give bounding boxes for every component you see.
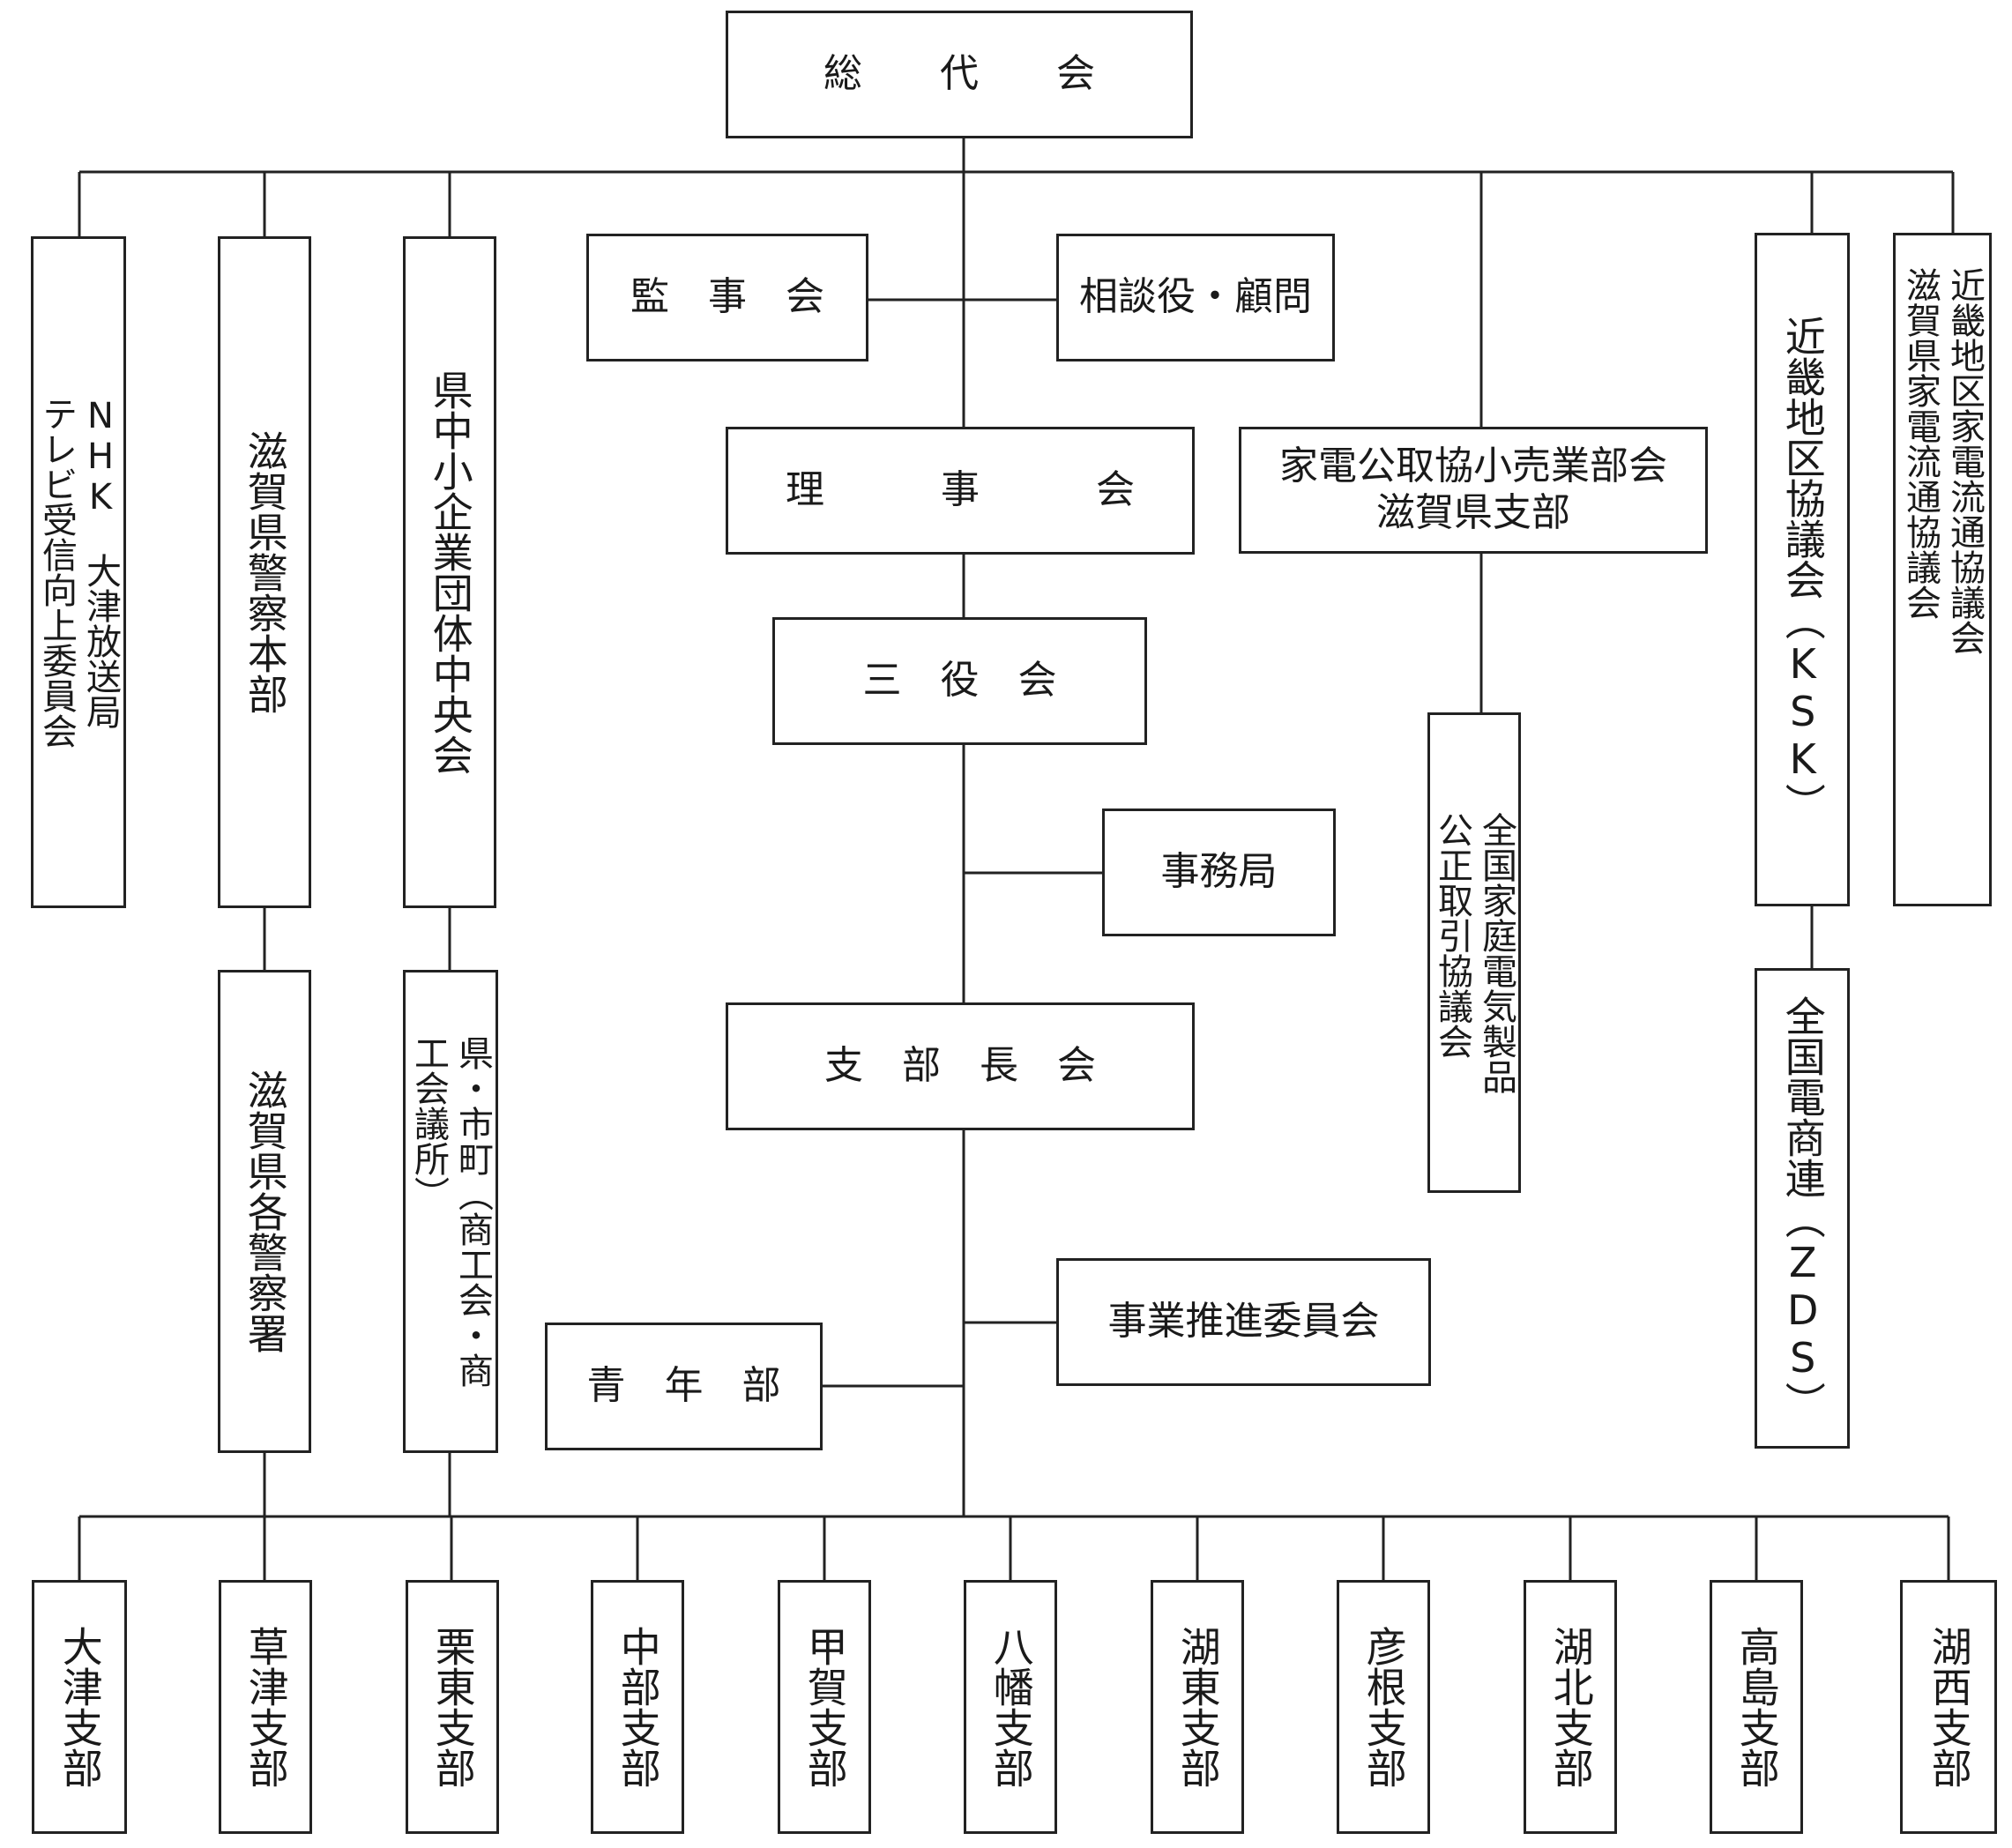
node-auditors: 監 事 会: [586, 234, 868, 361]
branch-box: 彦根支部: [1337, 1580, 1430, 1834]
node-general-assembly: 総 代 会: [726, 11, 1193, 138]
branch-box: 湖北支部: [1524, 1580, 1617, 1834]
node-fair-trade-retail: 家電公取協小売業部会 滋賀県支部: [1239, 427, 1708, 554]
node-label: 滋賀県警察本部: [241, 430, 289, 714]
node-label: 全国電商連（ZDS）: [1778, 995, 1827, 1422]
node-zds: 全国電商連（ZDS）: [1755, 968, 1850, 1449]
node-sme-central: 県中小企業団体中央会: [403, 236, 496, 908]
node-executives: 三 役 会: [772, 617, 1147, 745]
branch-box: 中部支部: [591, 1580, 684, 1834]
branch-label: 草津支部: [242, 1626, 290, 1788]
branch-box: 甲賀支部: [778, 1580, 871, 1834]
node-label: 理 事 会: [786, 467, 1135, 513]
node-label: 近畿地区家電流通協議会 滋賀県家電流通協議会: [1900, 267, 1985, 655]
branch-box: 湖東支部: [1151, 1580, 1244, 1834]
node-label: 近畿地区協議会（KSK）: [1778, 316, 1827, 823]
node-commerce: 県・市町（商工会・商 工会議所）: [403, 970, 498, 1453]
node-label: 三 役 会: [862, 658, 1057, 704]
node-board: 理 事 会: [726, 427, 1195, 555]
node-label: 監 事 会: [630, 274, 824, 320]
branch-label: 湖北支部: [1546, 1626, 1595, 1788]
branch-label: 甲賀支部: [801, 1626, 849, 1788]
branch-box: 大津支部: [32, 1580, 127, 1834]
node-label: 全国家庭電気製品 公正取引協議会: [1432, 811, 1516, 1094]
node-label: 家電公取協小売業部会 滋賀県支部: [1279, 443, 1667, 535]
branch-label: 彦根支部: [1360, 1626, 1408, 1788]
branch-label: 栗東支部: [428, 1626, 477, 1788]
node-label: 総 代 会: [823, 51, 1095, 97]
branch-label: 中部支部: [614, 1626, 662, 1788]
node-business-promotion: 事業推進委員会: [1056, 1258, 1431, 1386]
branch-label: 大津支部: [56, 1626, 104, 1788]
branch-label: 八幡支部: [987, 1626, 1035, 1788]
node-advisors: 相談役・顧問: [1056, 234, 1335, 361]
branch-label: 湖東支部: [1174, 1626, 1222, 1788]
node-label: 事業推進委員会: [1107, 1299, 1380, 1345]
branch-label: 高島支部: [1733, 1626, 1781, 1788]
node-national-fair-trade: 全国家庭電気製品 公正取引協議会: [1427, 712, 1521, 1193]
node-police-stations: 滋賀県各警察署: [218, 970, 311, 1453]
node-label: 事務局: [1160, 849, 1278, 895]
branch-box: 高島支部: [1710, 1580, 1803, 1834]
branch-box: 草津支部: [219, 1580, 312, 1834]
node-kinki-distribution: 近畿地区家電流通協議会 滋賀県家電流通協議会: [1893, 233, 1992, 906]
node-branch-heads: 支 部 長 会: [726, 1002, 1195, 1130]
branch-label: 湖西支部: [1925, 1626, 1973, 1788]
branch-box: 栗東支部: [406, 1580, 499, 1834]
node-label: 支 部 長 会: [824, 1043, 1096, 1089]
node-label: 滋賀県各警察署: [241, 1069, 289, 1353]
node-youth: 青 年 部: [545, 1323, 823, 1450]
node-police-hq: 滋賀県警察本部: [218, 236, 311, 908]
branch-box: 八幡支部: [964, 1580, 1057, 1834]
node-secretariat: 事務局: [1102, 808, 1336, 936]
branch-box: 湖西支部: [1900, 1580, 1997, 1834]
node-label: 県中小企業団体中央会: [426, 369, 474, 775]
node-label: 青 年 部: [586, 1363, 781, 1409]
node-label: NHK 大津放送局 テレビ受信向上委員会: [36, 396, 121, 749]
node-kinki-ksk: 近畿地区協議会（KSK）: [1755, 233, 1850, 906]
node-label: 相談役・顧問: [1079, 274, 1312, 320]
node-nhk: NHK 大津放送局 テレビ受信向上委員会: [31, 236, 126, 908]
node-label: 県・市町（商工会・商 工会議所）: [408, 1035, 493, 1388]
